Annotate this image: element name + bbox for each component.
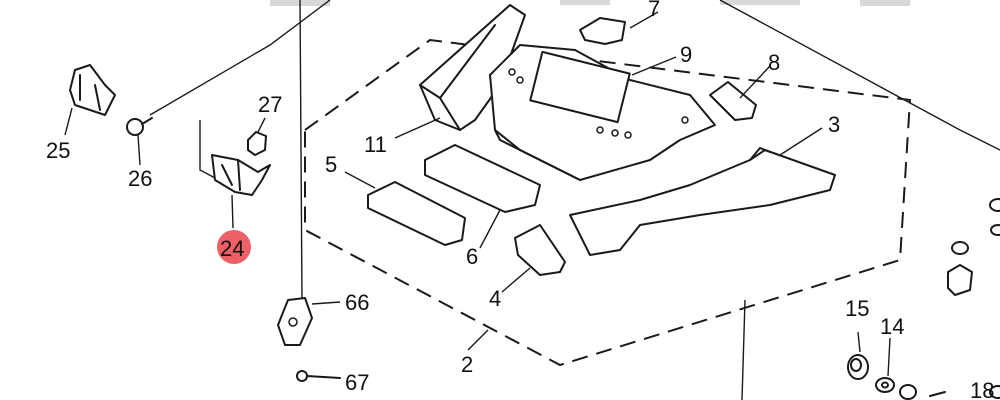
guide-line-left [299, 0, 303, 301]
label-7: 7 [648, 0, 660, 21]
top-edge-artifacts [270, 0, 910, 6]
guide-line-right [741, 299, 746, 400]
part-67-screw [296, 370, 341, 382]
part-25-bracket [69, 64, 116, 116]
part-27-nut [247, 131, 267, 156]
part-26-bolt [126, 117, 153, 136]
leader-lines [64, 11, 891, 377]
part-4-block [514, 224, 566, 276]
label-25: 25 [46, 138, 70, 163]
assembly-2-boundary [304, 38, 912, 367]
part-6-pad [424, 144, 541, 213]
label-67: 67 [345, 370, 369, 395]
highlight-circle [217, 230, 251, 264]
label-6: 6 [466, 244, 478, 269]
label-27: 27 [258, 92, 282, 117]
part-9-plate [489, 44, 716, 181]
part-7-wedge [579, 17, 626, 45]
right-edge-fasteners [899, 198, 1000, 400]
label-5: 5 [325, 152, 337, 177]
guide-line-26-to-24 [199, 120, 216, 179]
label-14: 14 [880, 314, 904, 339]
part-3-panel [569, 147, 836, 256]
label-8: 8 [768, 50, 780, 75]
label-9: 9 [680, 42, 692, 67]
part-8-wedge [709, 81, 757, 121]
part-66-hinge [277, 297, 313, 346]
part-11-bracket [419, 4, 526, 131]
part-15-grommet [847, 354, 869, 380]
highlight-marker-24[interactable]: 24 [217, 230, 251, 264]
part-14-washer [875, 377, 895, 393]
label-26: 26 [128, 166, 152, 191]
label-3: 3 [828, 112, 840, 137]
guide-line-top [149, 0, 331, 116]
label-2: 2 [461, 352, 473, 377]
part-24-bracket[interactable] [211, 154, 271, 196]
label-18: 18 [970, 378, 994, 400]
part-5-pad [367, 181, 466, 246]
label-15: 15 [845, 296, 869, 321]
guide-line-diagonal [719, 0, 1000, 151]
label-24: 24 [220, 236, 244, 261]
label-11: 11 [364, 132, 387, 157]
label-4: 4 [489, 286, 501, 311]
label-66: 66 [345, 290, 369, 315]
